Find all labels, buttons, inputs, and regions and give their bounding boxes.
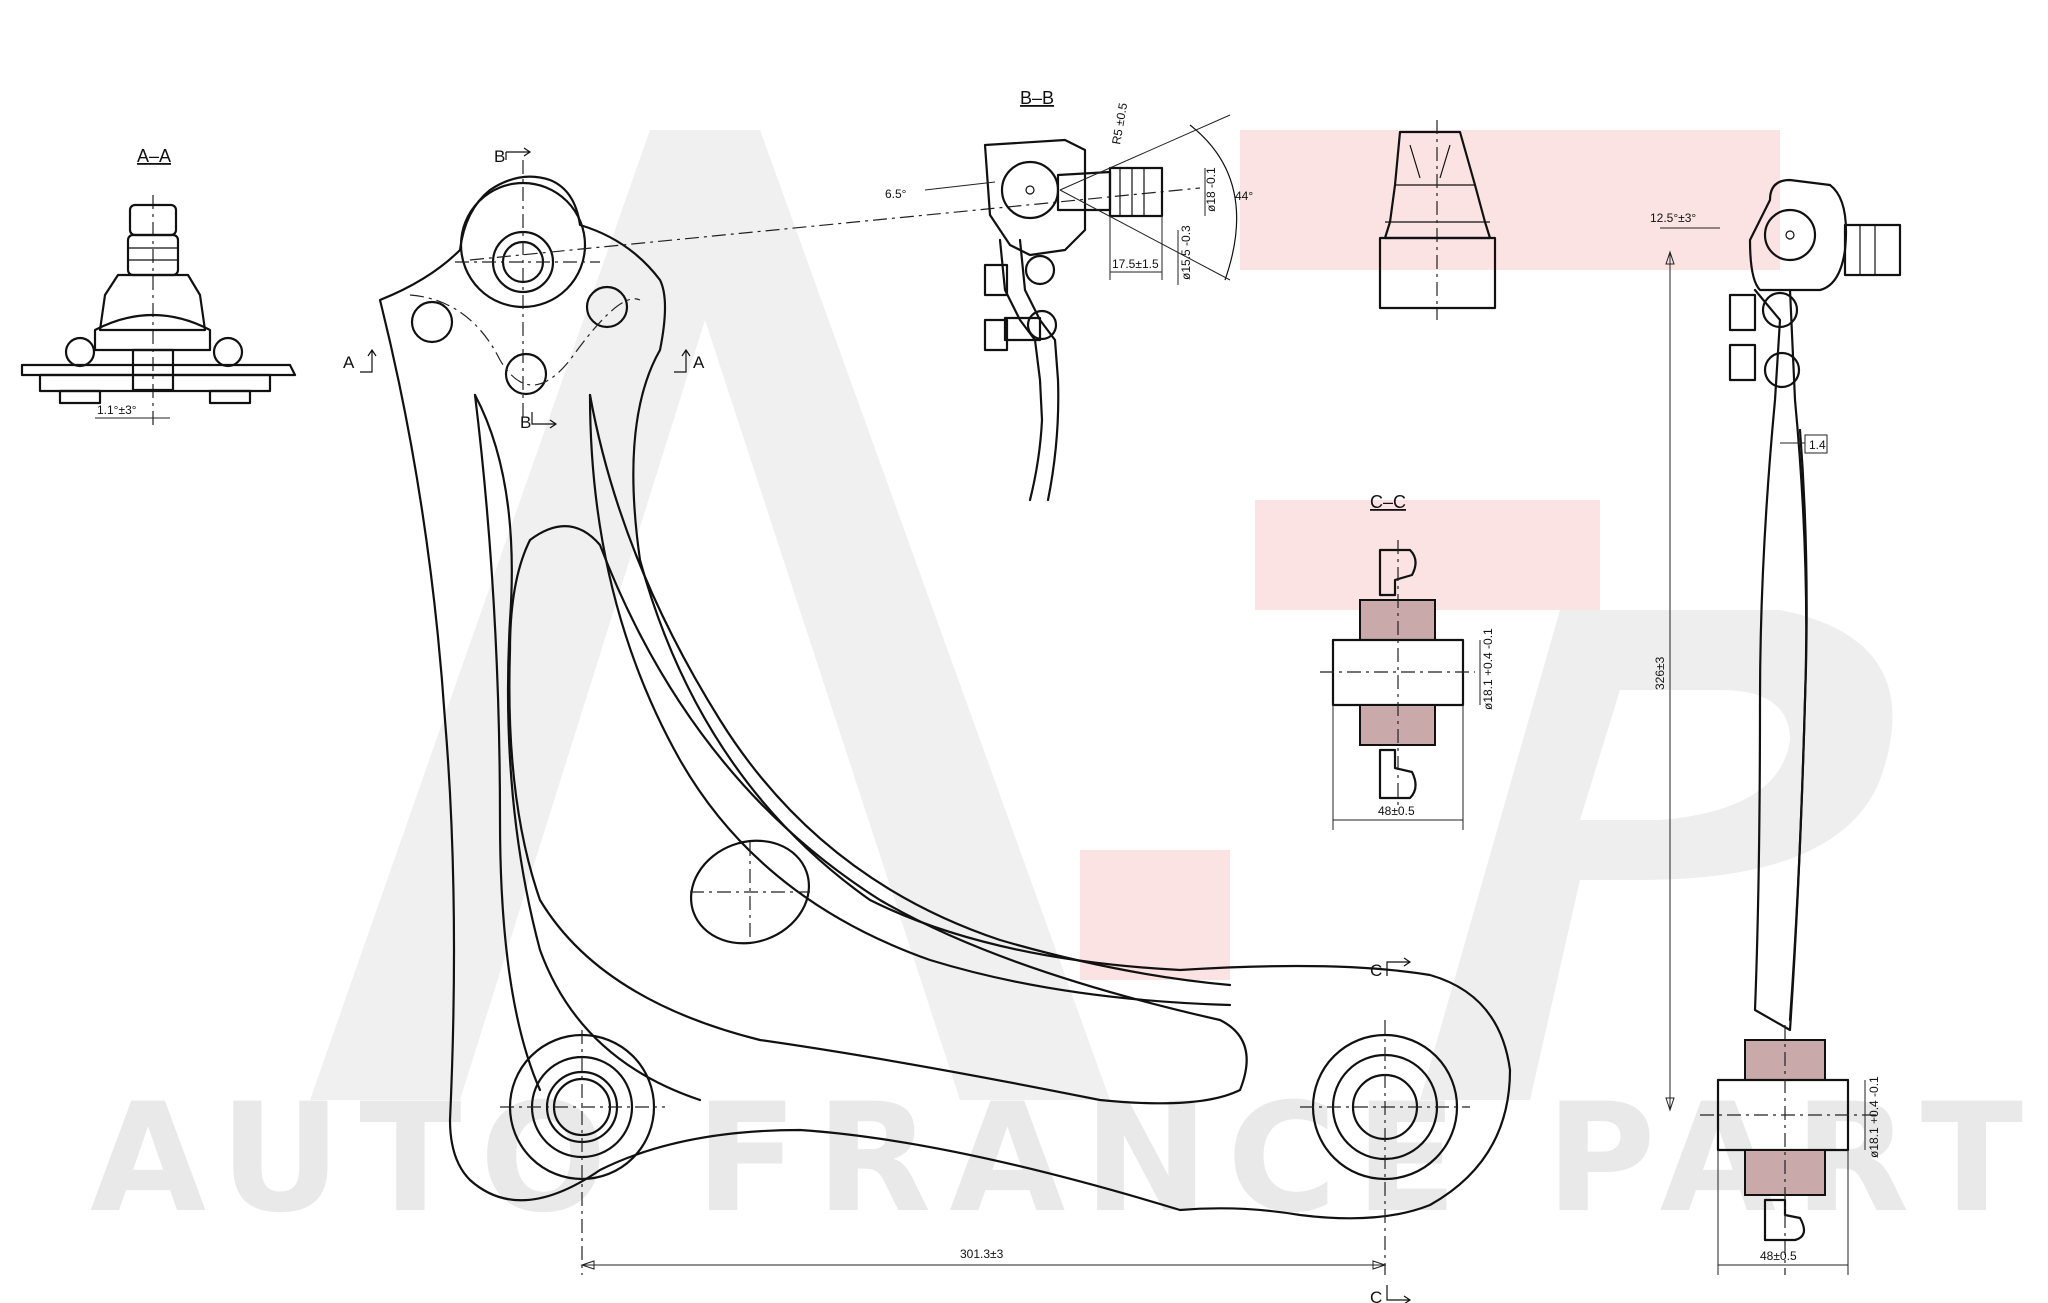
section-mark-a-right: A bbox=[693, 353, 705, 372]
watermark: AUTO FRANCE PARTS bbox=[90, 130, 2048, 1246]
boot-view bbox=[1378, 120, 1497, 320]
section-bb-title: B–B bbox=[1020, 88, 1054, 108]
section-bb: B–B 44° 6.5° R5 ±0.5 ø18 -0.1 ø15.5 -0.3… bbox=[469, 88, 1253, 502]
section-mark-c-top: C bbox=[1370, 961, 1382, 980]
watermark-red-block-low bbox=[1080, 850, 1230, 980]
section-aa: A–A 1.1°±3° bbox=[20, 146, 297, 430]
bb-cone-angle: 44° bbox=[1235, 189, 1253, 203]
arm-side-view: 326±3 12.5°±3° 1.4 ø18.1 +0.4 -0.1 48±0.… bbox=[1650, 178, 1902, 1275]
bb-thread: R5 ±0.5 bbox=[1109, 101, 1130, 145]
side-width: 48±0.5 bbox=[1760, 1249, 1797, 1263]
cc-width: 48±0.5 bbox=[1378, 804, 1415, 818]
arm-plan-view: B B A A C C 301.3±3 bbox=[343, 147, 1512, 1303]
side-angle: 12.5°±3° bbox=[1650, 211, 1696, 225]
section-aa-angle: 1.1°±3° bbox=[97, 403, 137, 417]
section-mark-a-left: A bbox=[343, 353, 355, 372]
center-distance-dim: 301.3±3 bbox=[960, 1247, 1004, 1261]
section-aa-title: A–A bbox=[137, 146, 171, 166]
section-mark-b-bottom: B bbox=[520, 413, 531, 432]
section-cc-title: C–C bbox=[1370, 492, 1406, 512]
watermark-red-block-mid bbox=[1255, 500, 1600, 610]
bb-dia-shank: ø18 -0.1 bbox=[1204, 167, 1218, 212]
watermark-red-block-top bbox=[1240, 130, 1780, 270]
bb-dia-taper: ø15.5 -0.3 bbox=[1179, 225, 1193, 280]
cc-diameter: ø18.1 +0.4 -0.1 bbox=[1481, 628, 1495, 710]
watermark-text: AUTO FRANCE PARTS bbox=[90, 1072, 2048, 1246]
watermark-logo-a bbox=[310, 130, 1110, 1100]
side-length: 326±3 bbox=[1653, 656, 1667, 690]
section-cc: C–C ø18.1 +0.4 -0.1 48±0.5 bbox=[1320, 492, 1495, 830]
side-diameter: ø18.1 +0.4 -0.1 bbox=[1867, 1076, 1881, 1158]
bb-tilt-angle: 6.5° bbox=[885, 187, 907, 201]
watermark-logo-p bbox=[1420, 610, 1893, 1100]
side-offset: 1.4 bbox=[1809, 438, 1826, 452]
section-mark-b-top: B bbox=[494, 147, 505, 166]
section-mark-c-bottom: C bbox=[1370, 1288, 1382, 1303]
bb-length: 17.5±1.5 bbox=[1112, 257, 1159, 271]
